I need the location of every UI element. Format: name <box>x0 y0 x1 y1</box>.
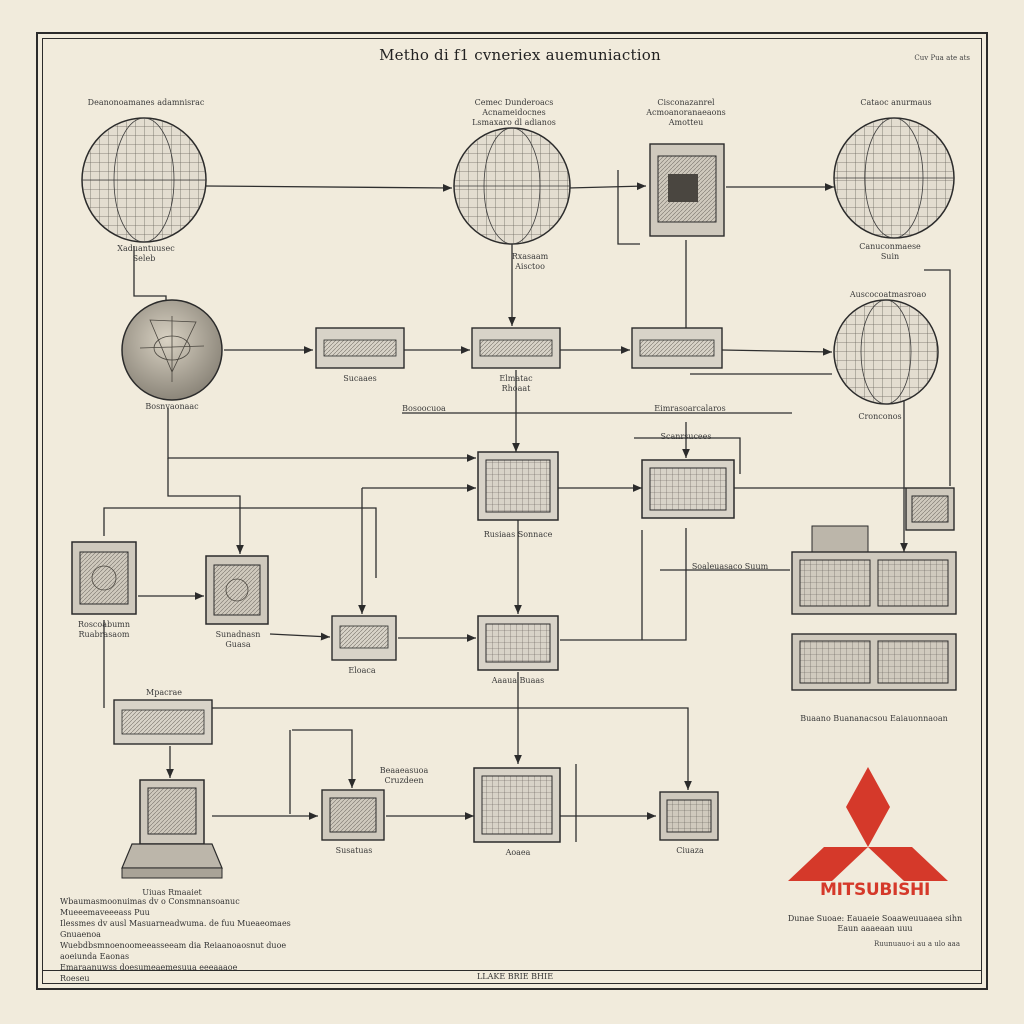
caption-bus-right: Eimrasoarcalaros <box>654 404 725 414</box>
caption-device-box-1: Sucaaes <box>343 374 377 384</box>
caption-bus-left: Bosoocuoa <box>402 404 446 414</box>
caption-monitor-top: Cisconazanrel Acmoanoranaeaons Amotteu <box>641 98 731 128</box>
lower-panel-left <box>322 790 384 840</box>
bar-device <box>114 700 212 744</box>
caption-globe-top-center: Cemec Dunderoacs Acnameidocnes Lsmaxaro … <box>469 98 559 128</box>
caption-sphere-mid-bottom: Cronconos <box>858 412 901 422</box>
caption-small-panel: Eloaca <box>348 666 375 676</box>
caption-bar-device: Mpacrae <box>146 688 182 698</box>
caption-grid-processor-1: Rusiaas Sonnace <box>483 530 553 540</box>
caption-grid-processor-3: Aaaua Buaas <box>488 676 548 686</box>
globe-node-top-right <box>834 118 954 238</box>
brand-name: MITSUBISHI <box>790 880 960 900</box>
caption-device-box-2: Elmatac Rhoaat <box>486 374 546 394</box>
panel-box-mid <box>206 556 268 624</box>
caption-globe-top-right-bottom: Canuconmaese Suin <box>850 242 930 262</box>
globe-node-top-center <box>454 128 570 244</box>
caption-rack-bottom: Buaano Buananacsou Eaiauonnaoan <box>800 714 948 724</box>
description-line: Wuebdbsmnoenoomeeasseeam dia Reiaanoaosn… <box>60 940 300 962</box>
caption-core-sphere: Bosnvaonaac <box>145 402 198 412</box>
footer-text: LLAKE BRIE BHIE <box>430 972 600 981</box>
lower-panel-right <box>660 792 718 840</box>
device-box-2 <box>472 328 560 368</box>
description-block: Wbaumasmoonuimas dv o Consmnansoanuc Mue… <box>60 896 300 984</box>
caption-globe-top-center-bottom: Rxasaam Aisctoo <box>500 252 560 272</box>
caption-grid-processor-2: Scanrsucees <box>660 432 711 442</box>
server-rack <box>792 526 956 690</box>
caption-lower-center: Beaaeasuoa Cruzdeen <box>374 766 434 786</box>
small-monitor-right <box>906 488 954 530</box>
caption-globe-top-left: Deanonoamanes adamnisrac <box>88 98 205 108</box>
device-box-1 <box>316 328 404 368</box>
caption-lower-panel-left: Susatuas <box>336 846 373 856</box>
caption-globe-top-left-mid: Seleb <box>133 254 156 264</box>
terminal-computer <box>122 780 222 878</box>
description-line: Ilessmes dv ausl Masuarneadwuma. de fuu … <box>60 918 300 940</box>
caption-panel-left: Roscoabumn Ruabrasaom <box>74 620 134 640</box>
caption-panel-mid: Sunadnasn Guasa <box>208 630 268 650</box>
device-box-3 <box>632 328 722 368</box>
three-diamond-logo <box>788 767 948 881</box>
grid-processor-3 <box>478 616 558 670</box>
grid-processor-2 <box>642 460 734 518</box>
globe-node-top-left <box>82 118 206 242</box>
caption-rack-left: Soaleuasaco Suum <box>692 562 768 572</box>
small-panel-box <box>332 616 396 660</box>
brand-description: Dunae Suoae: Eauaeie Soaaweuuaaea sihn E… <box>780 914 970 934</box>
panel-box-left <box>72 542 136 614</box>
monitor-node-top <box>650 144 724 236</box>
caption-globe-top-right: Cataoc anurmaus <box>860 98 931 108</box>
grid-processor-lower <box>474 768 560 842</box>
caption-lower-grid: Aoaea <box>506 848 531 858</box>
globe-node-mid-right <box>834 300 938 404</box>
caption-lower-panel-right: Ciuaza <box>676 846 704 856</box>
core-sphere-node <box>122 300 222 400</box>
brand-code: Ruunuauo-i au a ulo aaa <box>860 940 960 948</box>
caption-globe-top-left-bottom: Xaduantuusec <box>117 244 175 254</box>
description-line: Wbaumasmoonuimas dv o Consmnansoanuc Mue… <box>60 896 300 918</box>
description-line: Roeseu <box>60 973 300 984</box>
grid-processor-1 <box>478 452 558 520</box>
caption-sphere-mid-top: Auscocoatmasroao <box>850 290 926 300</box>
description-line: Emaraanuwss doesumeaemesuua eeeaaaoe <box>60 962 300 973</box>
